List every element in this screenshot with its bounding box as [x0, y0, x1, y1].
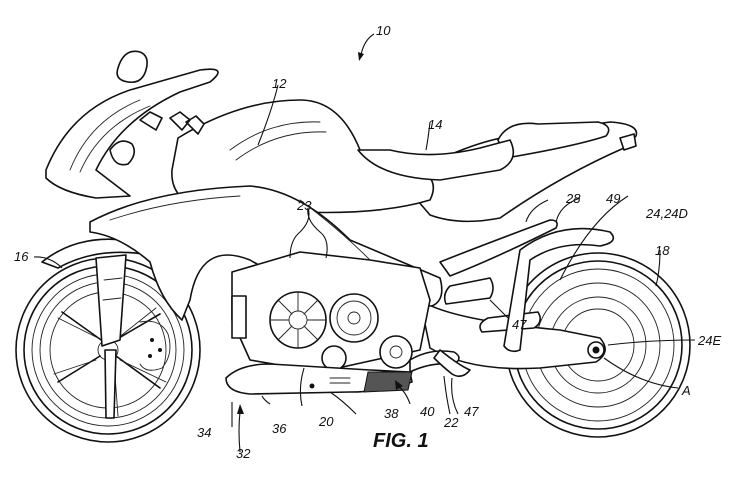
- tail-light: [619, 133, 637, 151]
- label-49: 49: [606, 191, 621, 206]
- label-10: 10: [376, 23, 391, 38]
- label-24-24d: 24,24D: [646, 206, 688, 221]
- tail-seat-cowl: [497, 121, 610, 159]
- pulley: [379, 335, 413, 369]
- handlebar-controls: [139, 111, 205, 135]
- chain-guard: [503, 227, 615, 353]
- brake-disc: [139, 320, 171, 371]
- starter: [321, 345, 347, 371]
- muffler: [363, 371, 413, 393]
- mirror: [116, 50, 148, 84]
- label-34: 34: [197, 425, 212, 440]
- figure-caption: FIG. 1: [373, 430, 429, 452]
- label-20: 20: [319, 414, 334, 429]
- leader-10: [360, 33, 375, 56]
- label-a: A: [682, 383, 691, 398]
- label-22: 22: [444, 415, 459, 430]
- label-18: 18: [655, 243, 670, 258]
- engine: [231, 251, 431, 373]
- label-28: 28: [566, 191, 581, 206]
- exhaust-outlet: [433, 349, 471, 378]
- upper-vent: [443, 277, 494, 305]
- handlebar-grip: [109, 140, 136, 166]
- label-32: 32: [236, 446, 251, 461]
- label-24e: 24E: [698, 333, 722, 348]
- rear-frame-strut: [439, 219, 558, 277]
- regulator: [231, 295, 247, 339]
- label-14: 14: [428, 117, 443, 132]
- front-fork: [95, 254, 127, 347]
- label-36: 36: [272, 421, 287, 436]
- front-wheel-spokes: [53, 307, 167, 419]
- label-40: 40: [420, 404, 435, 419]
- seat: [357, 139, 515, 181]
- label-38: 38: [384, 406, 399, 421]
- label-16: 16: [14, 249, 29, 264]
- leader-lines: [33, 33, 696, 453]
- label-12: 12: [272, 76, 287, 91]
- label-47-lower: 47: [464, 404, 479, 419]
- front-fairing: [45, 68, 219, 199]
- label-47-upper: 47: [512, 317, 527, 332]
- label-23: 23: [297, 198, 312, 213]
